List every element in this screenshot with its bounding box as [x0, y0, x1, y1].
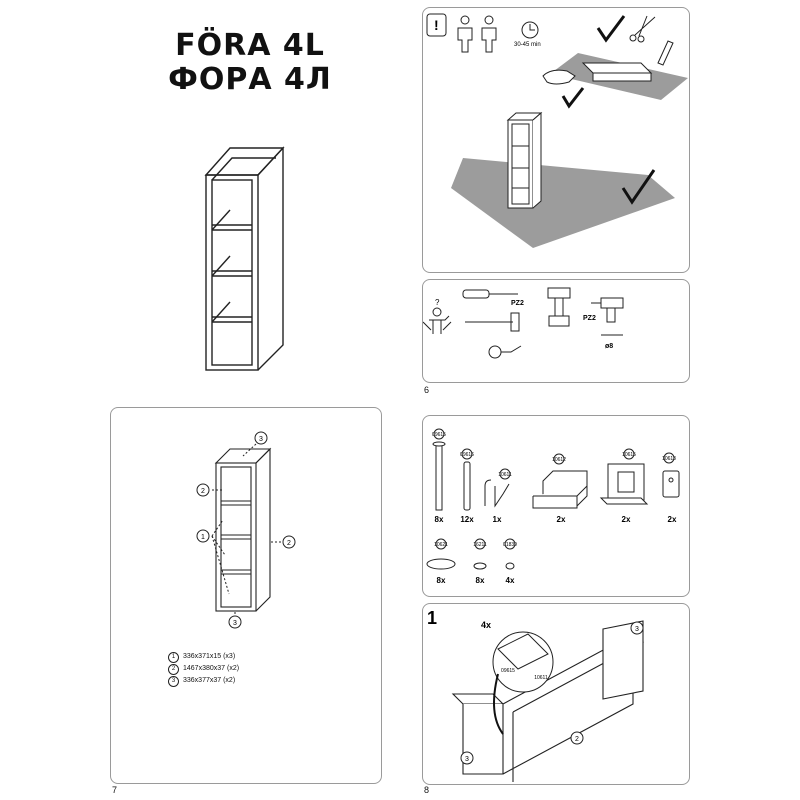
svg-text:8x: 8x [435, 515, 444, 524]
svg-text:8x: 8x [437, 576, 446, 585]
preparation-panel: ! 30-45 min [422, 7, 690, 273]
assembly-time: 30-45 min [514, 42, 541, 48]
warning-icon: ! [434, 17, 439, 33]
utility-knife-icon [657, 40, 674, 66]
svg-text:1x: 1x [493, 515, 502, 524]
svg-text:2x: 2x [668, 515, 677, 524]
svg-text:2x: 2x [622, 515, 631, 524]
svg-text:09615: 09615 [501, 668, 515, 674]
svg-text:2: 2 [575, 736, 579, 743]
checkmark-icon [621, 169, 656, 205]
svg-text:3: 3 [259, 436, 263, 443]
step-number: 1 [427, 608, 437, 628]
checkmark-icon [596, 15, 626, 43]
svg-text:1: 1 [201, 534, 205, 541]
parts-panel: 3 2 1 2 3 [110, 407, 382, 784]
cordless-drill-icon [547, 287, 571, 327]
product-title-cyrillic: ФОРА 4Л [168, 62, 332, 97]
scissors-icon [629, 15, 656, 43]
svg-text:10611: 10611 [534, 675, 548, 681]
hardware-panel: 09615 09616 10611 10612 10615 10613 1062… [422, 415, 690, 597]
svg-text:10612: 10612 [552, 457, 566, 463]
page-number: 7 [112, 785, 118, 795]
svg-text:10615: 10615 [622, 452, 636, 458]
svg-text:8x: 8x [476, 576, 485, 585]
page-number: 8 [424, 785, 430, 795]
hardware-illustration: 09615 09616 10611 10612 10615 10613 1062… [426, 428, 680, 585]
bracket-icon [532, 470, 588, 509]
glide-icon [426, 558, 515, 570]
step-1-panel: 1 4x 09615 10611 3 2 3 [422, 603, 690, 785]
question-mark: ? [435, 298, 440, 307]
step-quantity: 4x [481, 620, 491, 630]
person-question-icon [422, 307, 452, 334]
part-label [196, 431, 296, 629]
screwdriver-label: PZ2 [511, 300, 524, 307]
svg-text:2: 2 [287, 540, 291, 547]
drill-bit-label: PZ2 [583, 315, 596, 322]
svg-text:16211: 16211 [473, 542, 487, 548]
corded-drill-icon [591, 297, 624, 323]
svg-text:10613: 10613 [662, 456, 676, 462]
svg-text:4x: 4x [506, 576, 515, 585]
keyhole-plate-icon [662, 470, 680, 498]
parts-illustration: 3 2 1 2 3 [196, 431, 296, 629]
svg-text:3: 3 [465, 756, 469, 763]
svg-text:10621: 10621 [434, 542, 448, 548]
tools-illustration: ? PZ2 PZ2 ø8 [422, 287, 624, 359]
screwdriver-icon [462, 289, 518, 299]
checkmark-icon [561, 87, 585, 109]
step-1-illustration: 1 4x 09615 10611 3 2 3 [427, 608, 644, 782]
page-number: 6 [424, 385, 430, 395]
svg-text:3: 3 [635, 626, 639, 633]
svg-text:09615: 09615 [432, 432, 446, 438]
svg-text:2x: 2x [557, 515, 566, 524]
shelf-unit-cover-illustration [204, 146, 285, 371]
wall-hook-icon [484, 479, 510, 508]
clock-icon [521, 21, 539, 39]
svg-text:3: 3 [233, 620, 237, 627]
preparation-illustration: ! 30-45 min [426, 13, 688, 248]
svg-text:10611: 10611 [498, 472, 512, 478]
svg-text:01839: 01839 [503, 542, 517, 548]
screw-icon [432, 441, 446, 511]
hammer-icon [465, 312, 520, 332]
svg-text:09616: 09616 [460, 452, 474, 458]
product-title-latin: FÖRA 4L [175, 28, 325, 63]
two-people-icon [457, 15, 497, 53]
svg-text:12x: 12x [460, 515, 474, 524]
tools-panel: ? PZ2 PZ2 ø8 [422, 279, 690, 383]
svg-text:2: 2 [201, 488, 205, 495]
drill-bit-size: ø8 [605, 343, 613, 350]
tape-measure-icon [488, 345, 522, 359]
dowel-icon [463, 461, 471, 511]
mounting-plate-icon [599, 463, 649, 505]
